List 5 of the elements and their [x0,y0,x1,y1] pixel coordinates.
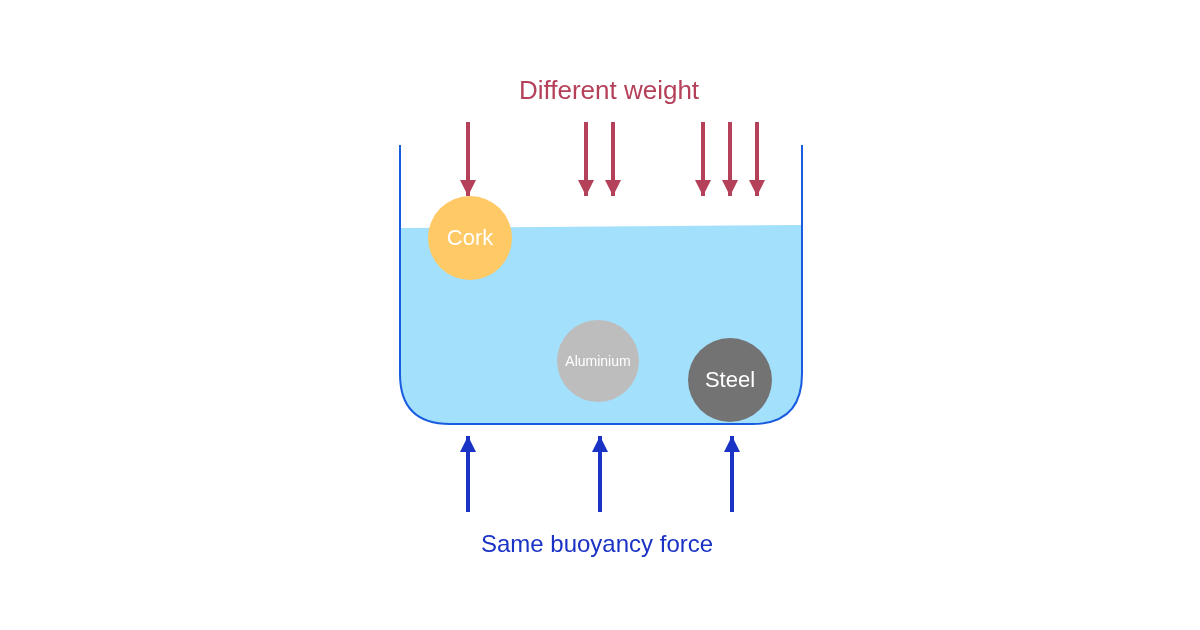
force-label: Same buoyancy force [480,530,714,558]
ball-label: Steel [704,367,756,393]
force-label: Different weight [518,75,700,106]
ball-label: Aluminium [565,353,631,369]
ball-label: Cork [446,225,494,251]
